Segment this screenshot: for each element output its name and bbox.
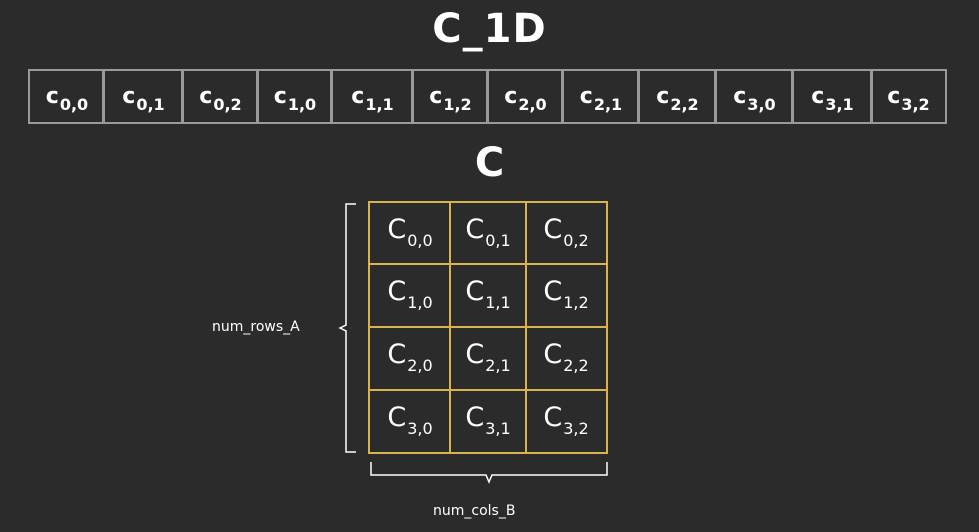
array-1d-divider [637,71,640,122]
array-1d-cell-base: c [656,84,670,109]
array-1d-cell-base: c [579,84,593,109]
matrix-cell-subscript: 2,2 [563,356,589,375]
array-1d-divider [486,71,489,122]
array-1d-cell-subscript: 3,2 [901,95,930,114]
matrix-cell-base: C [387,214,407,245]
matrix-cell-subscript: 1,0 [407,293,433,312]
array-1d-cell-subscript: 0,2 [213,95,242,114]
array-1d-divider [561,71,564,122]
array-1d-cell-subscript: 2,2 [670,95,699,114]
array-1d-divider [411,71,414,122]
array-1d-cell-subscript: 0,0 [59,95,89,114]
matrix-cell-subscript: 3,1 [485,418,511,438]
matrix-cell-base: C [543,339,563,370]
array-1d-cell-base: c [429,84,443,109]
matrix-cell-subscript: 0,2 [563,231,589,250]
matrix-title: C [474,140,505,186]
matrix-cell-base: C [465,339,485,370]
matrix-cell-subscript: 3,2 [563,418,589,438]
matrix-row-line [370,389,606,391]
matrix-cell-base: C [465,214,485,245]
matrix-cell-subscript: 1,1 [485,293,511,312]
array-1d-cell-subscript: 0,1 [136,95,165,114]
array-1d-divider [870,71,873,122]
array-1d-cell-subscript: 1,0 [287,95,317,114]
matrix-cell-base: C [465,276,485,307]
array-1d-cell-subscript: 2,1 [593,95,623,114]
rows-brace [338,203,356,453]
array-1d-cell-base: c [504,84,518,109]
array-1d-cell-subscript: 3,0 [747,95,776,114]
matrix-cell-subscript: 2,0 [407,356,433,375]
matrix-cell-base: C [543,276,563,307]
array-1d-cell-base: c [351,84,365,109]
matrix-cell-subscript: 1,2 [563,293,589,312]
matrix-cell-base: C [543,214,563,245]
array-1d-divider [714,71,717,122]
array-1d-cell-base: c [887,84,901,109]
array-1d-cell-subscript: 1,1 [365,95,394,114]
array-1d-cell-base: c [199,84,213,109]
array-1d-cell-base: c [122,84,136,109]
array-1d-divider [330,71,333,122]
matrix-cell-base: C [387,276,407,307]
array-1d-title: C_1D [432,6,547,52]
rows-label: num_rows_A [212,319,300,335]
matrix-cell-base: C [465,401,485,433]
array-1d-divider [102,71,105,122]
matrix-cell-subscript: 0,1 [485,231,511,250]
array-1d-cell-base: c [733,84,747,109]
array-1d-divider [791,71,794,122]
matrix-row-line [370,263,606,265]
matrix-row-line [370,326,606,328]
array-1d-divider [181,71,184,122]
matrix-cell-base: C [543,401,563,433]
array-1d-cell-subscript: 3,1 [825,95,854,114]
matrix-cell-base: C [387,401,407,433]
array-1d-cell-base: c [45,84,59,109]
array-1d-cell-subscript: 2,0 [518,95,547,114]
cols-brace [370,462,608,484]
array-1d-cell-base: c [273,84,287,109]
array-1d-divider [256,71,259,122]
matrix-cell-base: C [387,339,407,370]
matrix-cell-subscript: 2,1 [485,356,511,375]
array-1d-cell-base: c [811,84,825,109]
cols-label: num_cols_B [433,503,516,519]
matrix-cell-subscript: 3,0 [407,418,433,438]
matrix-cell-subscript: 0,0 [407,231,433,250]
array-1d-cell-subscript: 1,2 [443,95,472,114]
